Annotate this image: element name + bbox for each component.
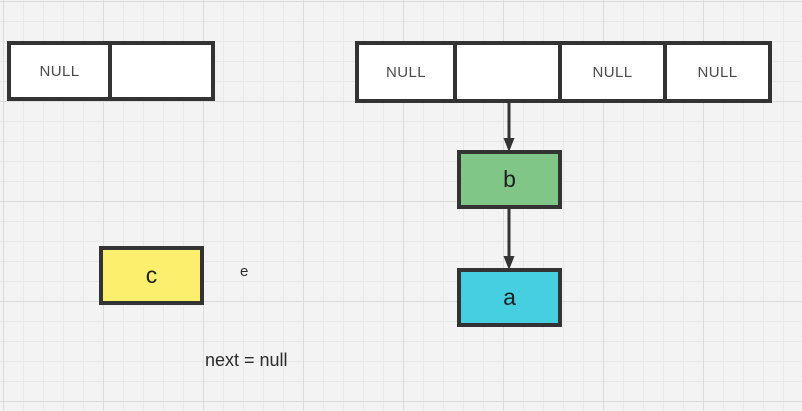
value-box-b[interactable]: b	[457, 150, 562, 209]
value-box-b-label: b	[503, 166, 516, 192]
right-node-cell-3[interactable]: NULL	[562, 45, 667, 99]
left-node-cell-1[interactable]: NULL	[11, 45, 112, 97]
arrow-table-to-b-icon	[503, 100, 515, 152]
label-e: e	[240, 263, 249, 280]
right-node-cell-4[interactable]: NULL	[667, 45, 768, 99]
left-node-table[interactable]: NULL	[7, 41, 215, 101]
label-next-null: next = null	[205, 350, 288, 370]
value-box-c-label: c	[145, 262, 158, 288]
right-node-cell-1[interactable]: NULL	[359, 45, 457, 99]
value-box-c[interactable]: c	[99, 246, 204, 305]
right-node-table[interactable]: NULL NULL NULL	[355, 41, 772, 103]
right-node-cell-2[interactable]	[457, 45, 562, 99]
value-box-a-label: a	[503, 284, 516, 310]
arrow-b-to-a-icon	[503, 206, 515, 270]
left-node-cell-2[interactable]	[112, 45, 211, 97]
value-box-a[interactable]: a	[457, 268, 562, 327]
